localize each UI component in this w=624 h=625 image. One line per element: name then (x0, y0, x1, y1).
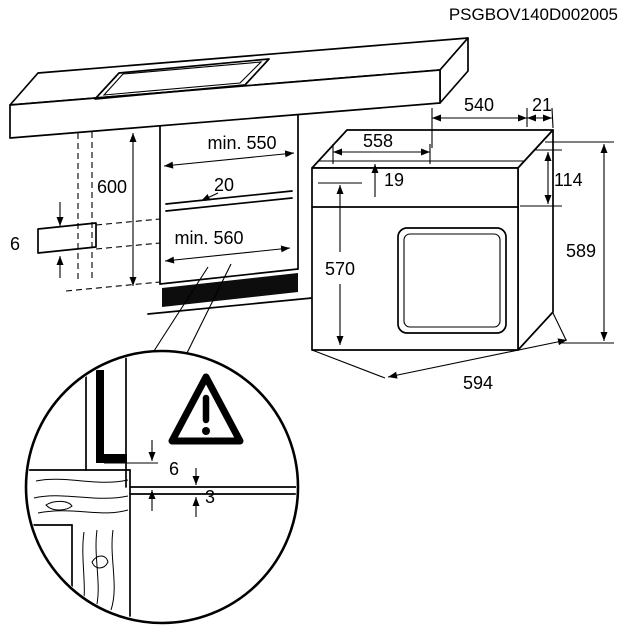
detail-view: 6 3 (24, 349, 300, 625)
dim-label-detail-trim: 3 (205, 487, 215, 507)
dim-leader-20 (200, 192, 219, 202)
hob-cutout-outer (94, 58, 270, 100)
wood-grain-knot (91, 555, 109, 569)
dim-label-rail-depth: 20 (214, 175, 234, 195)
witness-line (311, 349, 386, 379)
hidden-edge-line (95, 242, 161, 250)
witness-line (551, 107, 554, 129)
dim-label-front-width: 594 (463, 373, 493, 393)
wood-grain-line (110, 529, 115, 611)
dim-label-panel-overhang: 21 (532, 95, 552, 115)
plinth-strip (162, 273, 298, 307)
dim-label-top-trim: 19 (384, 170, 404, 190)
exclamation-dot (202, 427, 210, 435)
oven-door-glass-inner (403, 233, 501, 328)
model-number: PSGBOV140D002005 (449, 5, 618, 24)
dim-label-body-height: 570 (325, 259, 355, 279)
wood-grain-line (33, 495, 129, 499)
niche-bottom-edge (159, 268, 299, 285)
hidden-edge-line (95, 218, 161, 226)
detail-leader-line (151, 266, 209, 355)
oven-diagram: 558 540 21 19 114 589 570 594 (311, 95, 614, 393)
oven-front-face (311, 167, 519, 351)
warning-triangle-icon (168, 373, 244, 445)
panel-section-foot (96, 454, 127, 463)
dim-label-niche-width: min. 550 (207, 133, 276, 153)
dim-line-594 (387, 338, 568, 379)
panel-section-bar (96, 370, 104, 462)
dim-label-panel-height: 114 (554, 170, 583, 190)
dim-label-body-width: 558 (363, 131, 393, 151)
dim-label-total-height: 589 (566, 241, 596, 261)
hidden-edge-line (65, 281, 161, 292)
wood-grain-line (35, 478, 129, 483)
floor-line (147, 297, 313, 315)
support-rail-bottom (165, 197, 293, 212)
wood-grain-line (37, 509, 129, 514)
cabinet-diagram: 600 min. 550 20 min. 560 6 (9, 37, 469, 355)
dim-line-min550 (163, 150, 295, 169)
dim-label-niche-height: 600 (97, 177, 127, 197)
witness-line (552, 312, 567, 341)
dim-label-niche-depth: min. 560 (174, 228, 243, 248)
oven-door-glass-outer (397, 227, 507, 334)
wood-grain-knot (45, 500, 73, 511)
side-panel-strip (37, 222, 97, 254)
countertop-front-face (9, 69, 441, 139)
dim-line-min560 (164, 245, 291, 264)
dim-label-detail-gap: 6 (169, 459, 179, 479)
support-rail-top (165, 190, 293, 205)
detail-leader-line (186, 263, 232, 354)
hob-cutout-inner (102, 61, 263, 96)
dim-label-side-gap: 6 (10, 234, 20, 254)
dim-label-depth: 540 (464, 95, 494, 115)
